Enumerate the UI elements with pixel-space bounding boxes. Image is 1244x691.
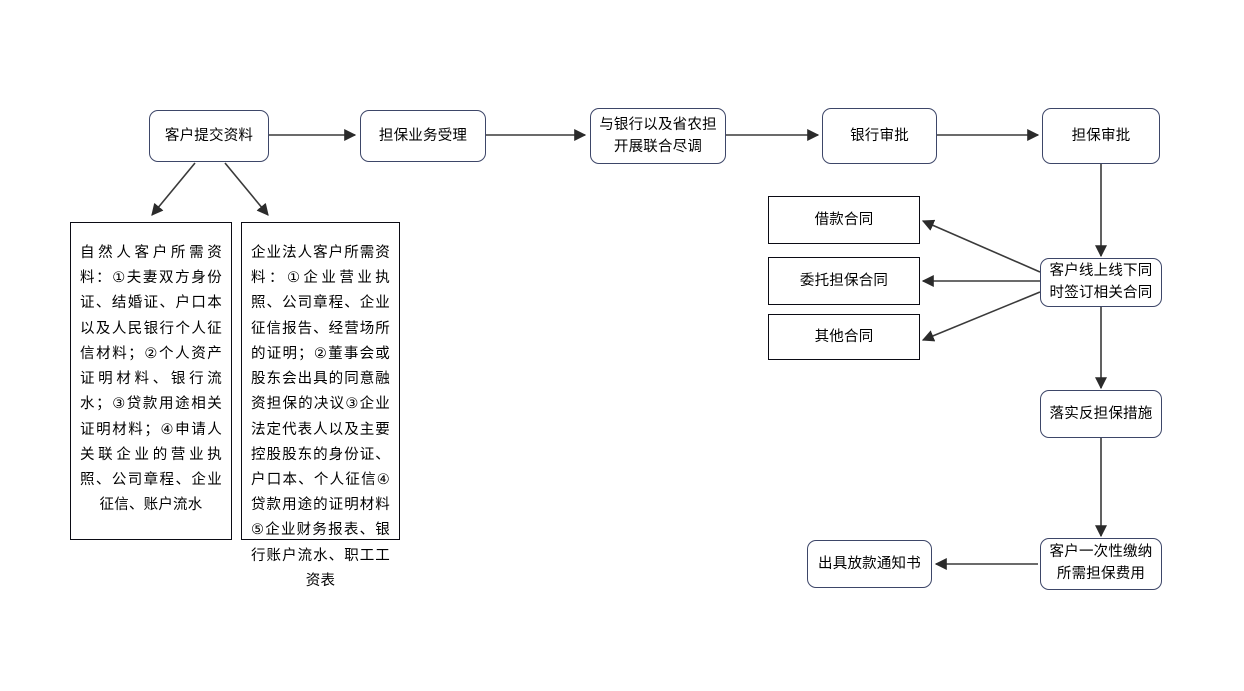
node-joint-due-diligence-label: 与银行以及省农担开展联合尽调 <box>599 116 717 155</box>
node-counter-guarantee[interactable]: 落实反担保措施 <box>1040 390 1162 438</box>
node-issue-loan-notice-label: 出具放款通知书 <box>818 555 921 572</box>
edge-submit-to-natural-person <box>151 162 196 216</box>
node-guarantee-acceptance[interactable]: 担保业务受理 <box>360 110 486 162</box>
node-sign-contracts-label: 客户线上线下同时签订相关合同 <box>1049 262 1153 301</box>
node-other-contract[interactable]: 其他合同 <box>768 314 920 360</box>
node-guarantee-acceptance-label: 担保业务受理 <box>378 127 468 144</box>
node-guarantee-approval[interactable]: 担保审批 <box>1042 108 1160 164</box>
node-submit-materials[interactable]: 客户提交资料 <box>149 110 269 162</box>
node-other-contract-label: 其他合同 <box>814 328 874 345</box>
edge-submit-to-enterprise <box>224 162 269 216</box>
node-bank-approval-label: 银行审批 <box>850 127 909 144</box>
node-pay-fee[interactable]: 客户一次性缴纳所需担保费用 <box>1040 538 1162 590</box>
node-enterprise-materials[interactable]: 企业法人客户所需资料：①企业营业执照、公司章程、企业征信报告、经营场所的证明；②… <box>241 222 400 589</box>
node-sign-contracts[interactable]: 客户线上线下同时签订相关合同 <box>1040 258 1162 307</box>
edge-sign-to-loan-contract <box>921 219 1041 273</box>
node-enterprise-materials-label: 企业法人客户所需资料：①企业营业执照、公司章程、企业征信报告、经营场所的证明；②… <box>251 245 390 589</box>
node-pay-fee-label: 客户一次性缴纳所需担保费用 <box>1049 544 1153 582</box>
node-bank-approval[interactable]: 银行审批 <box>822 108 937 164</box>
node-submit-materials-label: 客户提交资料 <box>164 127 254 144</box>
node-counter-guarantee-label: 落实反担保措施 <box>1049 405 1153 422</box>
node-issue-loan-notice[interactable]: 出具放款通知书 <box>807 540 932 588</box>
edge-sign-to-other-contract <box>921 291 1041 342</box>
node-natural-person-materials[interactable]: 自然人客户所需资料：①夫妻双方身份证、结婚证、户口本以及人民银行个人征信材料；②… <box>70 222 232 540</box>
node-loan-contract-label: 借款合同 <box>814 211 874 228</box>
node-natural-person-materials-label: 自然人客户所需资料：①夫妻双方身份证、结婚证、户口本以及人民银行个人征信材料；②… <box>80 245 222 514</box>
node-loan-contract[interactable]: 借款合同 <box>768 196 920 244</box>
node-entrusted-guarantee-contract-label: 委托担保合同 <box>799 272 889 289</box>
node-entrusted-guarantee-contract[interactable]: 委托担保合同 <box>768 257 920 305</box>
node-joint-due-diligence[interactable]: 与银行以及省农担开展联合尽调 <box>590 108 726 164</box>
node-guarantee-approval-label: 担保审批 <box>1071 127 1131 144</box>
